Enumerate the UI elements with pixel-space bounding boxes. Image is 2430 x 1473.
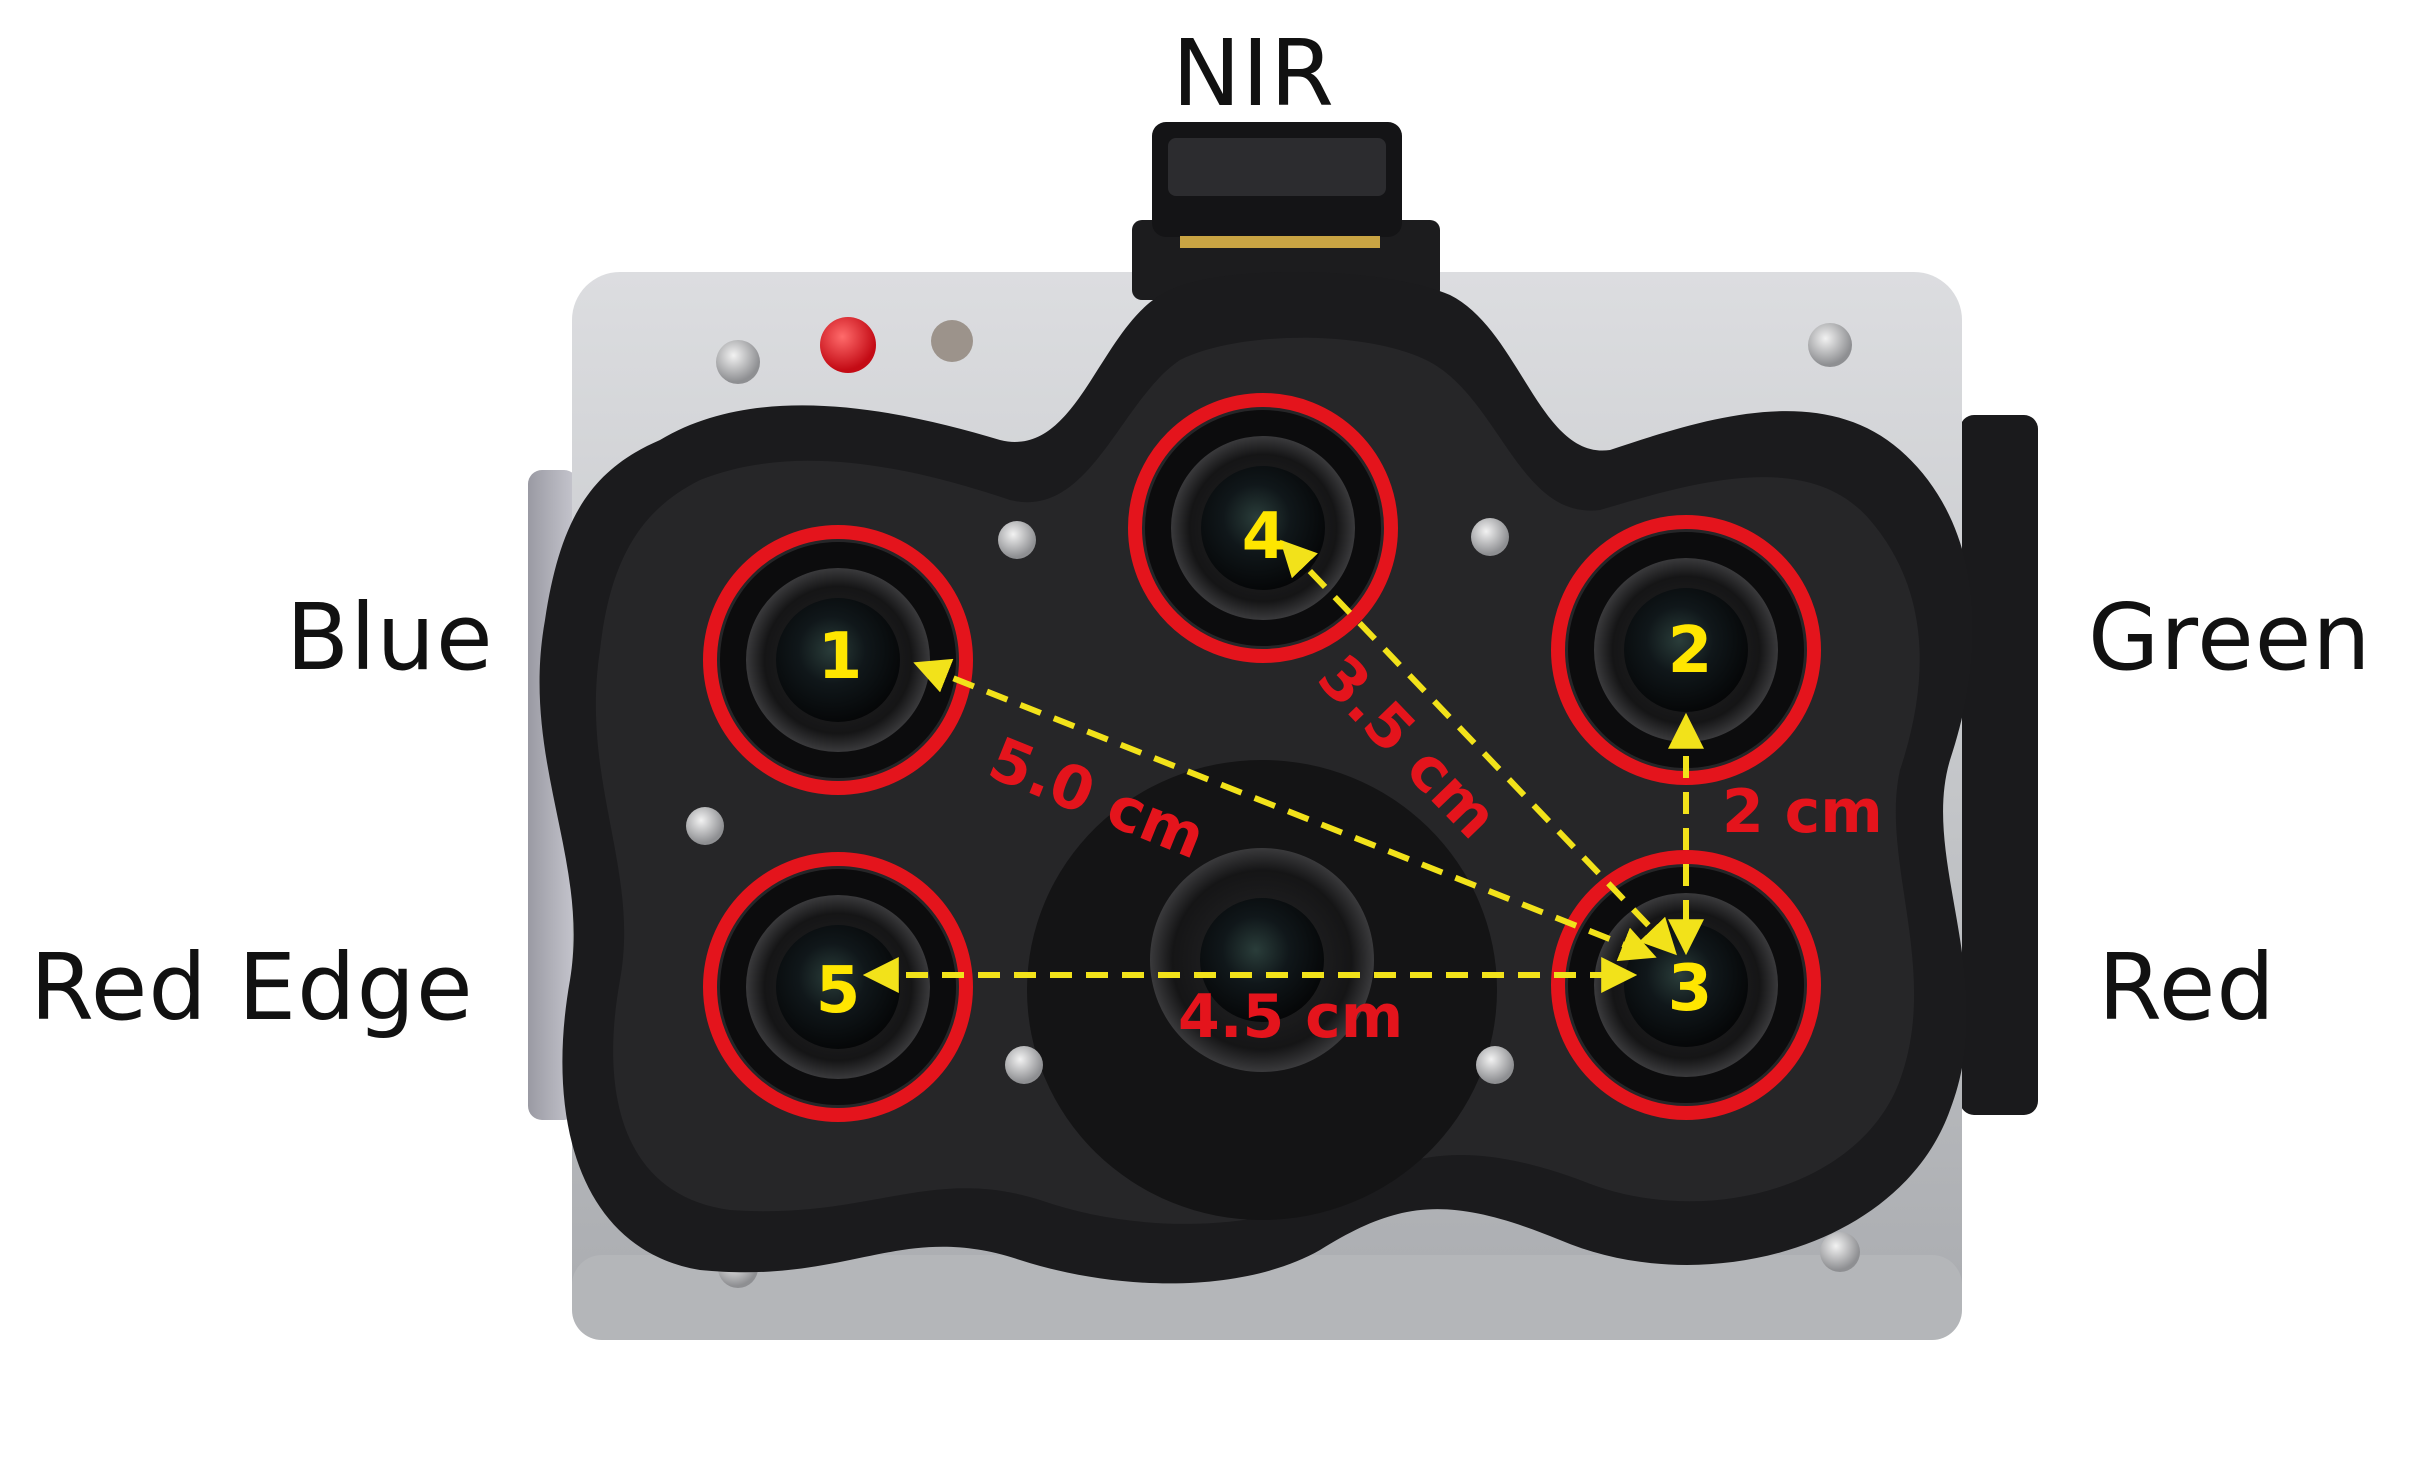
- status-led-red: [820, 317, 876, 373]
- distance-label-5-3: 4.5 cm: [1178, 982, 1403, 1052]
- arrow-4-to-3: [1280, 539, 1677, 956]
- lens-number-5: 5: [816, 954, 861, 1028]
- lens-number-3: 3: [1668, 952, 1713, 1026]
- lens-ring: [1128, 393, 1398, 663]
- band-label-blue: Blue: [286, 584, 494, 691]
- band-label-nir: NIR: [1172, 20, 1335, 127]
- distance-label-2-3: 2 cm: [1722, 777, 1883, 847]
- body-screws: [716, 323, 1860, 1288]
- lens-number-2: 2: [1668, 614, 1713, 688]
- lens-number-4: 4: [1242, 500, 1287, 574]
- band-label-red: Red: [2098, 934, 2276, 1041]
- distance-arrows: [862, 539, 1704, 993]
- lens-1-blue: [703, 525, 973, 795]
- right-side-connector: [1960, 415, 2038, 1115]
- lens-number-1: 1: [818, 620, 863, 694]
- lens-5-red-edge: [703, 852, 973, 1122]
- band-label-green: Green: [2088, 584, 2372, 691]
- band-label-red-edge: Red Edge: [30, 934, 474, 1041]
- status-led-grey: [931, 320, 973, 362]
